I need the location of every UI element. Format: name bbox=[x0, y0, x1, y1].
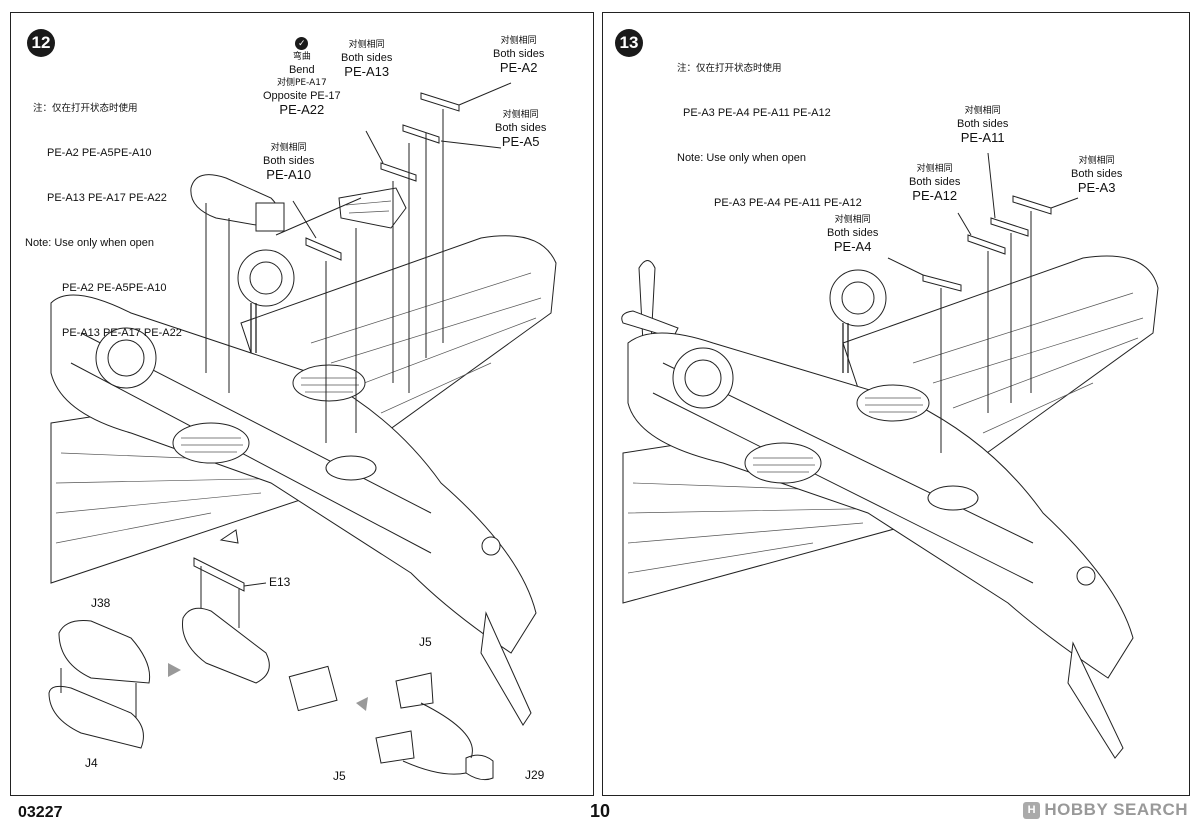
watermark: H HOBBY SEARCH bbox=[1023, 800, 1188, 820]
callout-a13-en: Both sides bbox=[341, 52, 393, 64]
callout-pe-a2: 对侧相同 Both sides PE-A2 bbox=[493, 35, 544, 74]
callout-a2-part: PE-A2 bbox=[499, 60, 538, 75]
callout-pe-a13: 对侧相同 Both sides PE-A13 bbox=[341, 39, 392, 78]
product-code: 03227 bbox=[18, 804, 63, 821]
step-12-note-en-text: Use only when open bbox=[54, 237, 155, 249]
step-12-note-cn: 注：仅在打开状态时使用 bbox=[33, 103, 138, 114]
callout-a4-part: PE-A4 bbox=[833, 239, 872, 254]
step-12-note: 注：仅在打开状态时使用 PE-A2 PE-A5PE-A10 PE-A13 PE-… bbox=[25, 71, 182, 371]
step-12-number: 12 bbox=[27, 29, 55, 57]
callout-a13-part: PE-A13 bbox=[344, 64, 390, 79]
part-label-e13: E13 bbox=[269, 575, 291, 589]
step-12-aircraft-drawing bbox=[48, 82, 557, 781]
callout-a5-en: Both sides bbox=[495, 122, 547, 134]
callout-a10-en: Both sides bbox=[263, 155, 315, 167]
step-13-note-en-text: Use only when open bbox=[706, 152, 807, 164]
callout-a12-cn: 对侧相同 bbox=[916, 164, 953, 174]
part-label-j4: J4 bbox=[85, 756, 98, 770]
step-12-note-en-parts-2: PE-A13 PE-A17 PE-A22 bbox=[62, 327, 182, 339]
callout-pe-a3: 对侧相同 Both sides PE-A3 bbox=[1071, 155, 1122, 194]
part-label-j38: J38 bbox=[91, 596, 111, 610]
part-label-j5-bottom: J5 bbox=[333, 769, 346, 783]
callout-a5-cn: 对侧相同 bbox=[502, 110, 539, 120]
step-13-note-en-label: Note: bbox=[677, 152, 704, 164]
part-label-j5-top: J5 bbox=[419, 635, 432, 649]
callout-a2-en: Both sides bbox=[493, 48, 545, 60]
callout-a3-part: PE-A3 bbox=[1077, 180, 1116, 195]
step-12-panel: 12 注：仅在打开状态时使用 PE-A2 PE-A5PE-A10 PE-A13 … bbox=[10, 12, 594, 796]
callout-a5-part: PE-A5 bbox=[501, 134, 540, 149]
watermark-text: HOBBY SEARCH bbox=[1044, 800, 1188, 819]
callout-bend-cn: 弯曲 bbox=[292, 52, 311, 62]
step-13-note-en-parts: PE-A3 PE-A4 PE-A11 PE-A12 bbox=[714, 197, 862, 209]
callout-a22-en: Opposite PE-17 bbox=[263, 90, 341, 102]
callout-a3-cn: 对侧相同 bbox=[1078, 156, 1115, 166]
callout-a13-cn: 对侧相同 bbox=[348, 40, 385, 50]
watermark-logo-icon: H bbox=[1023, 801, 1041, 819]
step-13-note: 注：仅在打开状态时使用 PE-A3 PE-A4 PE-A11 PE-A12 No… bbox=[677, 31, 862, 241]
callout-pe-a4: 对侧相同 Both sides PE-A4 bbox=[827, 214, 878, 253]
callout-a3-en: Both sides bbox=[1071, 168, 1123, 180]
callout-pe-a10: 对侧相同 Both sides PE-A10 bbox=[263, 142, 314, 181]
callout-pe-a5: 对侧相同 Both sides PE-A5 bbox=[495, 109, 546, 148]
callout-a11-en: Both sides bbox=[957, 118, 1009, 130]
callout-a12-part: PE-A12 bbox=[912, 188, 958, 203]
step-13-note-cn-parts: PE-A3 PE-A4 PE-A11 PE-A12 bbox=[683, 107, 831, 119]
part-label-j29: J29 bbox=[525, 768, 545, 782]
callout-pe-a11: 对侧相同 Both sides PE-A11 bbox=[957, 105, 1008, 144]
callout-pe-a12: 对侧相同 Both sides PE-A12 bbox=[909, 163, 960, 202]
bend-icon: ✓ bbox=[295, 37, 309, 50]
callout-a10-cn: 对侧相同 bbox=[270, 143, 307, 153]
callout-a11-cn: 对侧相同 bbox=[964, 106, 1001, 116]
step-13-number: 13 bbox=[615, 29, 643, 57]
callout-a4-en: Both sides bbox=[827, 227, 879, 239]
callout-bend-pe-a22: ✓ 弯曲 Bend 对侧PE-A17 Opposite PE-17 PE-A22 bbox=[263, 37, 341, 116]
callout-a10-part: PE-A10 bbox=[266, 167, 312, 182]
callout-a2-cn: 对侧相同 bbox=[500, 36, 537, 46]
callout-a12-en: Both sides bbox=[909, 176, 961, 188]
step-12-note-en-label: Note: bbox=[25, 237, 52, 249]
callout-a22-cn: 对侧PE-A17 bbox=[276, 78, 327, 88]
callout-bend-en: Bend bbox=[288, 64, 315, 76]
step-13-note-cn: 注：仅在打开状态时使用 bbox=[677, 63, 782, 74]
step-12-note-cn-parts-2: PE-A13 PE-A17 PE-A22 bbox=[47, 192, 167, 204]
step-13-aircraft-drawing bbox=[621, 152, 1159, 759]
step-12-note-en-parts-1: PE-A2 PE-A5PE-A10 bbox=[62, 282, 167, 294]
page-number: 10 bbox=[590, 801, 611, 821]
step-12-note-cn-parts-1: PE-A2 PE-A5PE-A10 bbox=[47, 147, 152, 159]
callout-a11-part: PE-A11 bbox=[960, 130, 1005, 145]
callout-a4-cn: 对侧相同 bbox=[834, 215, 871, 225]
callout-a22-part: PE-A22 bbox=[279, 102, 325, 117]
step-13-panel: 13 注：仅在打开状态时使用 PE-A3 PE-A4 PE-A11 PE-A12… bbox=[602, 12, 1190, 796]
